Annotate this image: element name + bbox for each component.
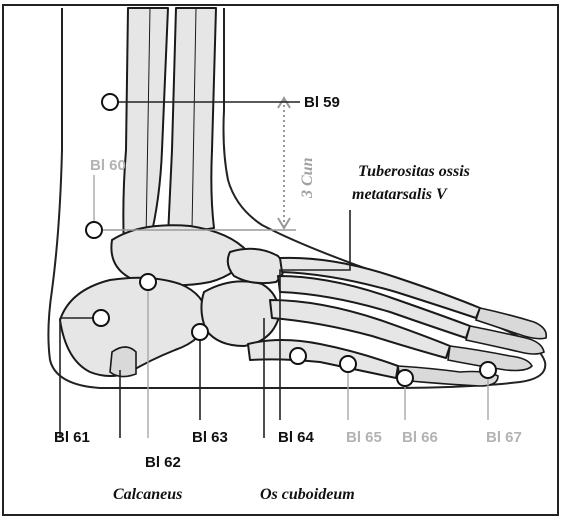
label-bl63: Bl 63 (192, 429, 228, 446)
label-calcaneus: Calcaneus (113, 486, 182, 503)
label-tuberositas-line1: Tuberositas ossis (358, 163, 470, 180)
label-tuberositas-line2: metatarsalis V (352, 186, 448, 203)
label-bl66: Bl 66 (402, 429, 438, 446)
point-bl61 (93, 310, 109, 326)
point-bl67 (480, 362, 496, 378)
calcaneus-tuber (110, 347, 136, 377)
point-bl60 (86, 222, 102, 238)
label-bl65: Bl 65 (346, 429, 382, 446)
point-bl66 (397, 370, 413, 386)
label-bl59: Bl 59 (304, 94, 340, 111)
point-bl59 (102, 94, 118, 110)
label-bl61: Bl 61 (54, 429, 90, 446)
label-bl67: Bl 67 (486, 429, 522, 446)
cun-arrow-bottom (278, 218, 290, 228)
point-bl65 (340, 356, 356, 372)
tibia-bone (168, 8, 216, 236)
point-bl64 (290, 348, 306, 364)
fibula-bone (123, 8, 168, 248)
label-bl60: Bl 60 (90, 157, 126, 174)
point-bl63 (192, 324, 208, 340)
label-bl64: Bl 64 (278, 429, 315, 446)
talus-bone (111, 225, 248, 285)
cun-label: 3 Cun (299, 157, 316, 199)
metatarsal-5 (248, 340, 398, 378)
point-bl62 (140, 274, 156, 290)
navicular-bone (228, 249, 284, 283)
cuboid-bone (201, 281, 278, 346)
label-bl62: Bl 62 (145, 454, 181, 471)
label-os-cuboideum: Os cuboideum (260, 486, 355, 503)
